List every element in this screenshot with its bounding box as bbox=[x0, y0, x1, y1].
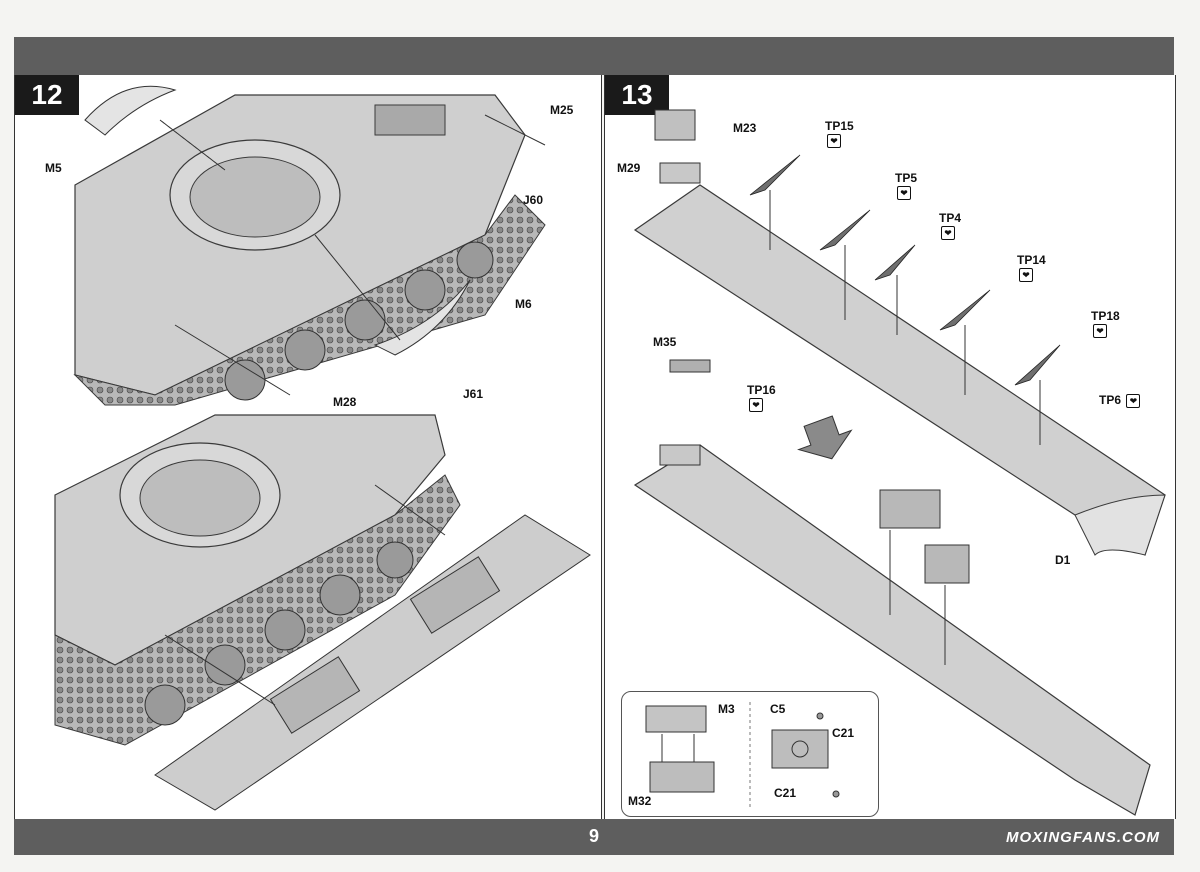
callout-tp4: TP4 ❤ bbox=[939, 211, 961, 240]
callout-m35: M35 bbox=[653, 335, 677, 349]
callout-m23: M23 bbox=[733, 121, 757, 135]
upper-hull-view bbox=[73, 94, 546, 406]
callout-tp18-label: TP18 bbox=[1091, 309, 1120, 323]
callout-tp16-label: TP16 bbox=[747, 383, 776, 397]
photo-etch-icon: ❤ bbox=[1019, 267, 1033, 282]
photo-etch-icon: ❤ bbox=[827, 133, 841, 148]
step-12-panel: 12 bbox=[14, 75, 602, 819]
watermark: MOXINGFANS.COM bbox=[1005, 829, 1160, 846]
inset-illustration bbox=[645, 702, 840, 808]
callout-m29: M29 bbox=[617, 161, 641, 175]
callout-tp14-label: TP14 bbox=[1017, 253, 1046, 267]
callout-c21-upper: C21 bbox=[832, 726, 855, 740]
callout-tp4-label: TP4 bbox=[939, 211, 962, 225]
callout-m5: M5 bbox=[45, 161, 62, 175]
callout-tp18: TP18 ❤ bbox=[1091, 309, 1120, 338]
callout-m25: M25 bbox=[550, 103, 574, 117]
callout-tp6: TP6 ❤ bbox=[1099, 393, 1141, 408]
photo-etch-icon: ❤ bbox=[897, 185, 911, 200]
callout-tp6-label: TP6 bbox=[1099, 393, 1122, 407]
top-bar bbox=[14, 37, 1174, 75]
photo-etch-icon: ❤ bbox=[749, 397, 763, 412]
step-13-number: 13 bbox=[605, 75, 669, 115]
callout-d1: D1 bbox=[1055, 553, 1071, 567]
callout-c21-lower: C21 bbox=[774, 786, 797, 800]
callout-tp5-label: TP5 bbox=[895, 171, 918, 185]
step-13-panel: 13 M23 M29 TP15 ❤ TP bbox=[604, 75, 1176, 819]
lower-hull-view bbox=[54, 414, 591, 811]
subassembly-inset: M3 M32 C5 C21 C21 bbox=[621, 691, 879, 817]
photo-etch-icon: ❤ bbox=[941, 225, 955, 240]
callout-j61: J61 bbox=[463, 387, 484, 401]
callout-tp14: TP14 ❤ bbox=[1017, 253, 1046, 282]
photo-etch-icon: ❤ bbox=[1126, 393, 1141, 408]
step-12-illustration bbox=[54, 85, 591, 811]
step-13-illustration bbox=[633, 109, 1166, 816]
step-12-number: 12 bbox=[15, 75, 79, 115]
page-number: 9 bbox=[588, 826, 599, 846]
callout-m32: M32 bbox=[628, 794, 652, 808]
callout-tp5: TP5 ❤ bbox=[895, 171, 917, 200]
callout-m6: M6 bbox=[515, 297, 532, 311]
callout-m3: M3 bbox=[718, 702, 735, 716]
callout-tp16: TP16 ❤ bbox=[747, 383, 776, 412]
callout-j60: J60 bbox=[523, 193, 544, 207]
bottom-bar: 9 MOXINGFANS.COM bbox=[14, 819, 1174, 855]
callout-tp15-label: TP15 bbox=[825, 119, 854, 133]
callout-m28: M28 bbox=[333, 395, 357, 409]
photo-etch-icon: ❤ bbox=[1093, 323, 1107, 338]
callout-c5: C5 bbox=[770, 702, 786, 716]
callout-tp15: TP15 ❤ bbox=[825, 119, 854, 148]
